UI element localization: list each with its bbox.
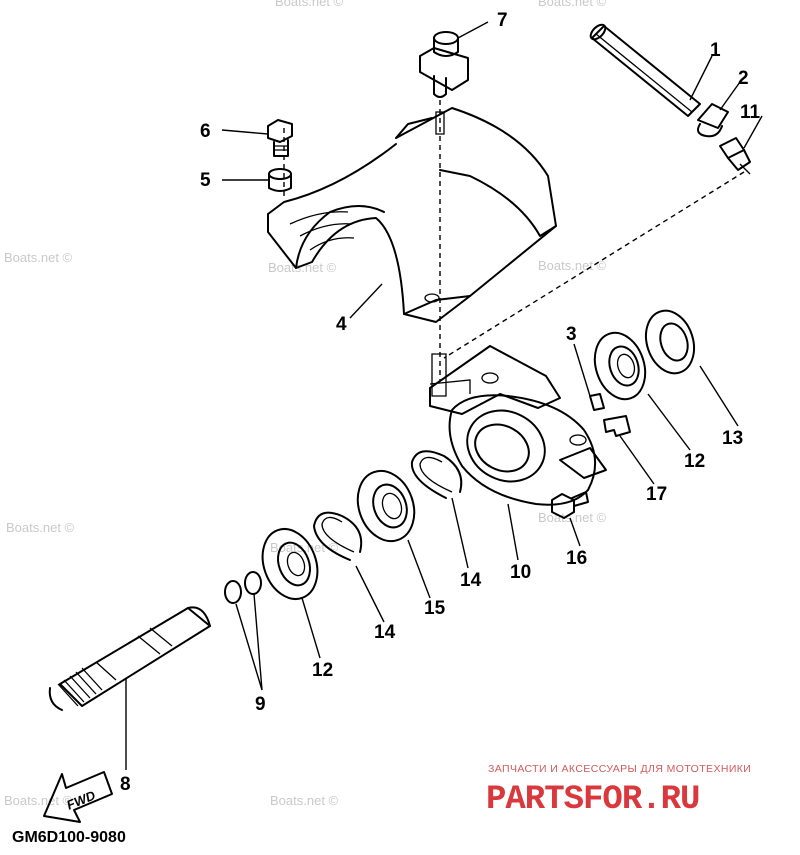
watermark: Boats.net © <box>270 793 339 808</box>
part-8-shaft <box>48 606 211 711</box>
callout-14-lower: 14 <box>374 622 396 643</box>
part-13-bearing <box>644 309 696 375</box>
callout-7: 7 <box>497 10 508 31</box>
callout-14-upper: 14 <box>460 570 482 591</box>
callout-11: 11 <box>740 102 761 123</box>
part-12-bearing-lower <box>261 528 319 600</box>
callout-16: 16 <box>566 548 587 569</box>
callout-3: 3 <box>566 324 577 345</box>
callout-10: 10 <box>510 562 531 583</box>
part-12-bearing-upper <box>593 331 647 401</box>
watermark: Boats.net © <box>538 0 607 9</box>
callout-5: 5 <box>200 170 211 191</box>
part-17-plate <box>603 415 631 437</box>
leader-lines <box>125 21 763 770</box>
callout-17: 17 <box>646 484 667 505</box>
part-3-dowel <box>589 393 605 411</box>
callout-13: 13 <box>722 428 743 449</box>
part-5-collar <box>268 168 292 192</box>
assembly-lines <box>283 100 745 397</box>
part-7-mount-bolt <box>419 31 469 98</box>
diagram-code: GM6D100-9080 <box>12 829 126 846</box>
part-6-bolt <box>267 119 293 157</box>
watermark: Boats.net © <box>538 258 607 273</box>
part-14-snap-ring-lower <box>313 511 363 561</box>
callout-2: 2 <box>738 68 749 89</box>
part-14-snap-ring-upper <box>410 450 463 499</box>
watermark: Boats.net © <box>4 793 73 808</box>
callout-1: 1 <box>710 40 721 61</box>
part-10-housing <box>429 345 607 506</box>
watermark: Boats.net © <box>6 520 75 535</box>
callout-4: 4 <box>336 314 347 335</box>
watermark: Boats.net © <box>275 0 344 9</box>
fwd-label: FWD <box>64 787 98 812</box>
brand-logo: ЗАПЧАСТИ И АКСЕССУАРЫ ДЛЯ МОТОТЕХНИКИ PA… <box>486 763 751 819</box>
part-4-cover <box>267 107 557 323</box>
brand-subtitle: ЗАПЧАСТИ И АКСЕССУАРЫ ДЛЯ МОТОТЕХНИКИ <box>488 763 751 775</box>
part-11-fitting <box>719 137 751 175</box>
part-9-o-rings <box>224 571 262 604</box>
part-2-clip <box>697 103 729 138</box>
callout-15: 15 <box>424 598 446 619</box>
watermark: Boats.net © <box>268 260 337 275</box>
part-1-rod <box>589 23 701 117</box>
callout-9: 9 <box>255 694 266 715</box>
callout-12-lower: 12 <box>312 660 333 681</box>
watermark: Boats.net © <box>4 250 73 265</box>
callout-12-upper: 12 <box>684 451 705 472</box>
callout-6: 6 <box>200 121 211 142</box>
brand-name: PARTSFOR.RU <box>486 781 699 819</box>
part-16-screw <box>551 491 589 519</box>
part-15-bearing <box>356 469 416 543</box>
callout-8: 8 <box>120 774 131 795</box>
